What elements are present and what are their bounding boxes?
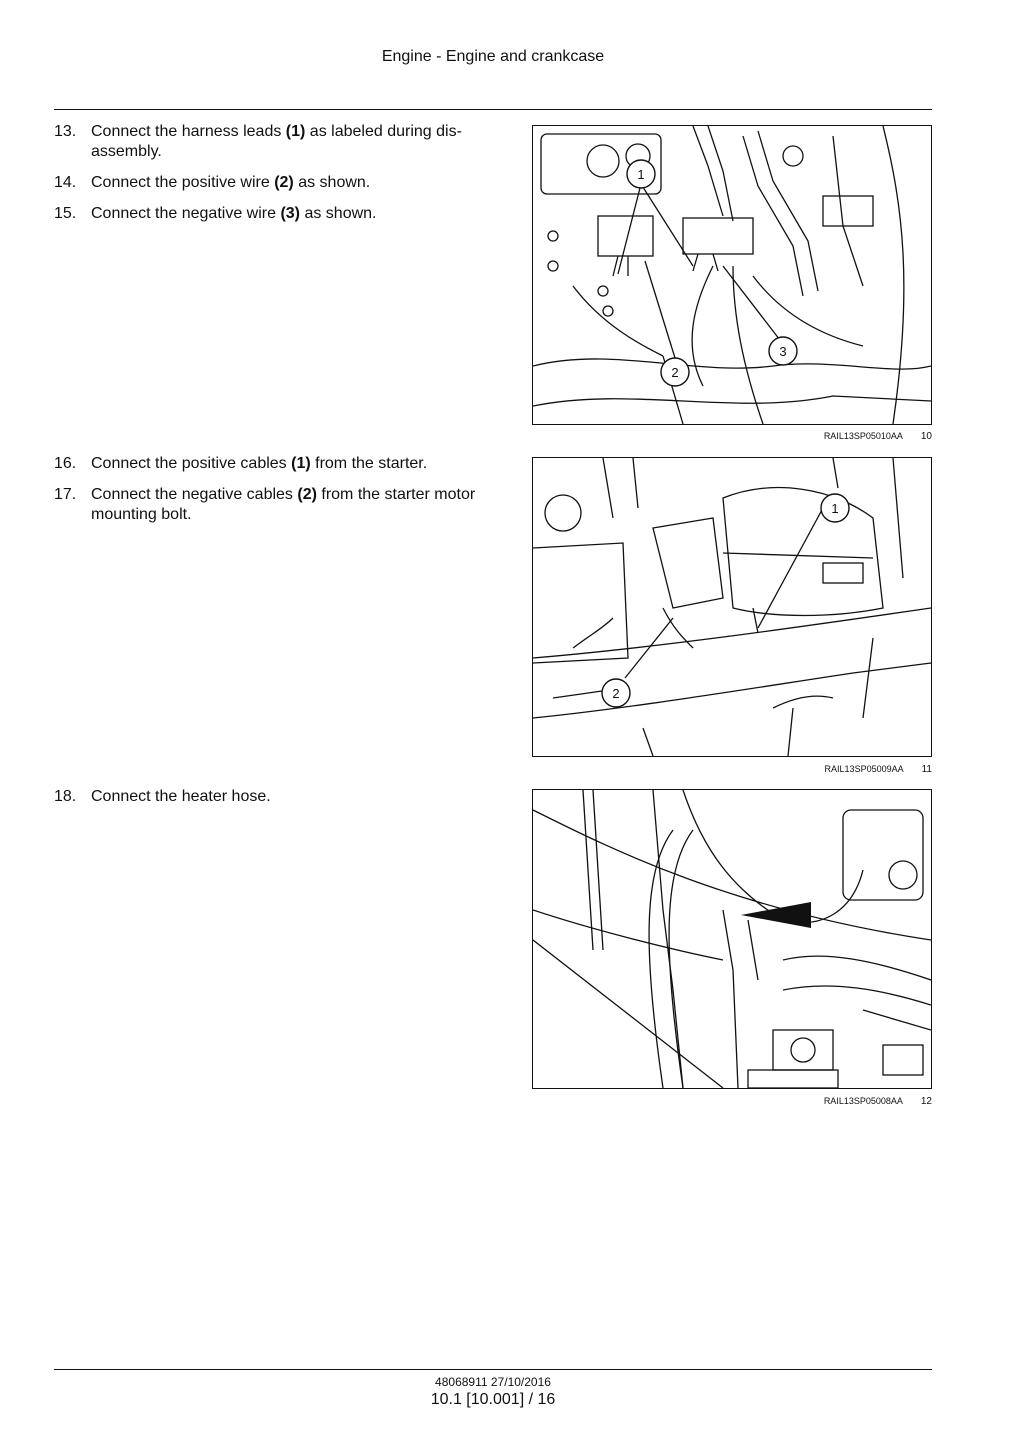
step-15: 15. Connect the negative wire (3) as sho… [54, 204, 499, 224]
steps-section-3: 18. Connect the heater hose. [54, 787, 499, 818]
heater-hose-arrow-icon [741, 902, 811, 928]
step-text: Connect the positive cables [91, 455, 292, 472]
step-number: 15. [54, 205, 77, 222]
figure-code: RAIL13SP05008AA [823, 1096, 903, 1106]
step-number: 18. [54, 788, 77, 805]
figure-number: 12 [920, 1096, 932, 1107]
step-text-end: as shown. [300, 205, 377, 222]
step-text-end: from the starter motor mounting bolt. [91, 486, 476, 523]
figure-11-illustration: 1 2 [532, 457, 932, 757]
figure-number: 10 [920, 431, 932, 442]
steps-section-1: 13. Connect the harness leads (1) as lab… [54, 122, 499, 235]
step-number: 17. [54, 486, 77, 503]
starter-motor-drawing: 1 2 [533, 458, 931, 756]
figure-code: RAIL13SP05010AA [823, 431, 903, 441]
callout-label: 2 [612, 686, 619, 701]
engine-harness-drawing: 1 2 3 [533, 126, 931, 424]
step-ref: (3) [280, 205, 301, 222]
step-text: Connect the positive wire [91, 174, 275, 191]
figure-12-caption: RAIL13SP05008AA 12 [760, 1096, 932, 1107]
figure-code: RAIL13SP05009AA [824, 764, 904, 774]
callout-2: 2 [660, 357, 690, 387]
heater-hose-drawing [533, 790, 931, 1088]
step-text: Connect the heater hose. [91, 788, 271, 805]
callout-label: 2 [671, 365, 678, 380]
callout-label: 1 [637, 167, 644, 182]
step-text-end: from the starter. [310, 455, 428, 472]
figure-12-illustration [532, 789, 932, 1089]
header-divider [54, 109, 932, 110]
step-text-end: as labeled during dis-assembly. [91, 123, 462, 160]
step-text: Connect the harness leads [91, 123, 286, 140]
step-18: 18. Connect the heater hose. [54, 787, 499, 807]
footer-document-reference: 48068911 27/10/2016 [435, 1375, 551, 1389]
step-text-end: as shown. [293, 174, 371, 191]
step-text: Connect the negative cables [91, 486, 298, 503]
step-ref: (1) [285, 123, 306, 140]
figure-10-illustration: 1 2 3 [532, 125, 932, 425]
step-16: 16. Connect the positive cables (1) from… [54, 454, 499, 474]
callout-1: 1 [820, 493, 850, 523]
step-ref: (2) [297, 486, 317, 503]
step-number: 13. [54, 123, 77, 140]
step-text: Connect the negative wire [91, 205, 281, 222]
figure-10-caption: RAIL13SP05010AA 10 [760, 431, 932, 442]
callout-3: 3 [768, 336, 798, 366]
callout-label: 3 [779, 344, 786, 359]
step-ref: (2) [274, 174, 294, 191]
callout-label: 1 [831, 501, 838, 516]
callout-1: 1 [626, 159, 656, 189]
page-header-title: Engine - Engine and crankcase [381, 48, 605, 65]
step-number: 16. [54, 455, 77, 472]
step-17: 17. Connect the negative cables (2) from… [54, 485, 499, 525]
figure-11-caption: RAIL13SP05009AA 11 [760, 764, 932, 775]
step-ref: (1) [291, 455, 311, 472]
footer-page-reference: 10.1 [10.001] / 16 [430, 1391, 556, 1408]
footer-divider [54, 1369, 932, 1370]
step-13: 13. Connect the harness leads (1) as lab… [54, 122, 499, 162]
figure-number: 11 [921, 764, 932, 775]
step-14: 14. Connect the positive wire (2) as sho… [54, 173, 499, 193]
step-number: 14. [54, 174, 77, 191]
callout-2: 2 [601, 678, 631, 708]
steps-section-2: 16. Connect the positive cables (1) from… [54, 454, 499, 536]
